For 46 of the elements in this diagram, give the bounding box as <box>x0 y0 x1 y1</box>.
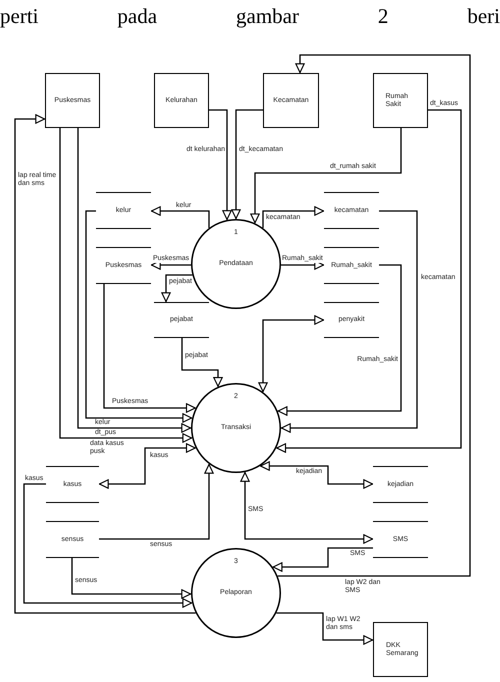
arrow <box>231 109 263 220</box>
arrow <box>272 547 373 572</box>
arrow <box>23 483 192 608</box>
arrow <box>77 128 192 433</box>
arrow <box>98 443 196 489</box>
arrow <box>240 472 374 544</box>
data-store <box>46 521 99 558</box>
external-entity-box <box>45 73 100 128</box>
arrow <box>71 558 192 599</box>
arrow <box>59 128 192 443</box>
data-store <box>154 302 209 338</box>
arrow <box>161 274 192 302</box>
arrow <box>278 54 471 577</box>
process-circle <box>191 548 281 638</box>
body-text: perti pada gambar 2 beri <box>0 3 500 29</box>
data-store <box>324 302 379 338</box>
external-entity-box <box>263 73 319 128</box>
arrow <box>262 206 324 228</box>
process-circle <box>191 383 281 473</box>
arrow <box>150 260 191 270</box>
arrow <box>150 206 210 228</box>
arrow <box>276 109 462 453</box>
external-entity-box <box>154 73 209 128</box>
arrow <box>14 114 196 614</box>
arrow <box>85 210 192 423</box>
data-store <box>324 192 379 229</box>
process-circle <box>191 219 281 309</box>
arrow <box>280 210 418 433</box>
arrow <box>103 284 196 413</box>
arrow <box>278 264 402 416</box>
data-store <box>96 192 151 229</box>
data-store <box>373 466 428 503</box>
arrow <box>209 109 232 220</box>
external-entity-box <box>373 622 428 677</box>
arrow <box>281 260 324 270</box>
arrow <box>260 461 374 489</box>
arrow <box>276 612 374 645</box>
data-store <box>373 521 428 558</box>
arrow <box>250 128 402 224</box>
arrow <box>99 464 214 540</box>
data-store <box>96 247 151 284</box>
data-store <box>46 466 99 503</box>
external-entity-box <box>373 73 428 128</box>
arrow <box>181 338 223 387</box>
arrow <box>258 315 324 392</box>
data-store <box>324 247 379 284</box>
